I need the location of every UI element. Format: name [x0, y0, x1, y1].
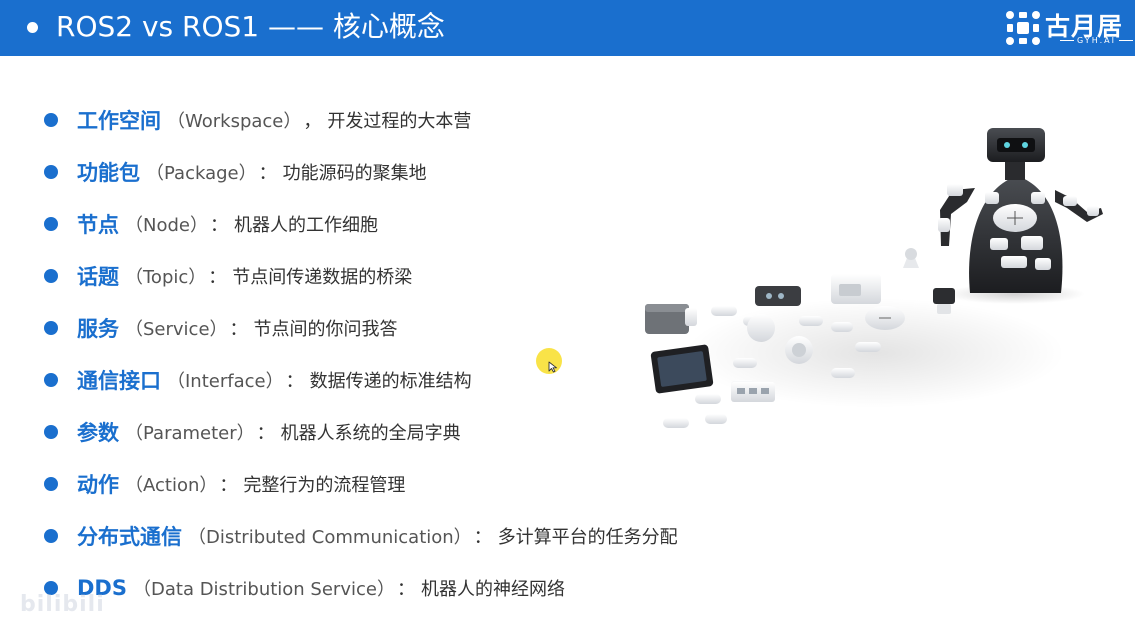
- concept-description: 机器人的神经网络: [420, 579, 565, 600]
- concept-item: 参数 （Parameter）：机器人系统的全局字典: [44, 406, 678, 458]
- concept-description: 开发过程的大本营: [327, 111, 472, 132]
- concept-english: （Package）: [146, 163, 257, 184]
- concept-term: 动作: [77, 473, 119, 497]
- concept-separator: ：: [396, 579, 415, 600]
- concept-item: 分布式通信 （Distributed Communication）：多计算平台的任…: [44, 510, 678, 562]
- concept-description: 完整行为的流程管理: [243, 475, 406, 496]
- concept-term: 节点: [77, 213, 119, 237]
- concept-english: （Parameter）: [125, 423, 255, 444]
- bullet-dot-icon: [44, 477, 58, 491]
- title-bullet-icon: [27, 22, 38, 33]
- concept-item: 功能包 （Package）：功能源码的聚集地: [44, 146, 678, 198]
- concept-english: （Workspace）: [167, 111, 302, 132]
- concept-separator: ：: [208, 267, 227, 288]
- concept-separator: ：: [209, 215, 228, 236]
- concept-separator: ，: [303, 111, 322, 132]
- bullet-dot-icon: [44, 425, 58, 439]
- concept-separator: ：: [219, 475, 238, 496]
- concept-description: 节点间传递数据的桥梁: [232, 267, 413, 288]
- concept-term: 分布式通信: [77, 525, 182, 549]
- concept-separator: ：: [229, 319, 248, 340]
- concept-english: （Node）: [125, 215, 208, 236]
- bullet-dot-icon: [44, 581, 58, 595]
- robot-product-image: [645, 128, 1103, 428]
- concept-english: （Interface）: [167, 371, 284, 392]
- mouse-cursor-icon: [548, 361, 557, 373]
- page-title: ROS2 vs ROS1 —— 核心概念: [56, 10, 445, 43]
- bullet-dot-icon: [44, 113, 58, 127]
- concept-term: 工作空间: [77, 109, 161, 133]
- gyh-logo-icon: [1006, 11, 1040, 45]
- concept-item: 服务 （Service）：节点间的你问我答: [44, 302, 678, 354]
- bullet-dot-icon: [44, 321, 58, 335]
- concept-description: 多计算平台的任务分配: [497, 527, 678, 548]
- concept-english: （Topic）: [125, 267, 207, 288]
- concept-item: 通信接口 （Interface）：数据传递的标准结构: [44, 354, 678, 406]
- bullet-dot-icon: [44, 217, 58, 231]
- concept-list: 工作空间（Workspace），开发过程的大本营功能包（Package）：功能源…: [44, 94, 678, 614]
- concept-english: （Service）: [125, 319, 228, 340]
- concept-separator: ：: [473, 527, 492, 548]
- concept-description: 节点间的你问我答: [253, 319, 398, 340]
- concept-term: 服务: [77, 317, 119, 341]
- concept-english: （Distributed Communication）: [188, 527, 472, 548]
- concept-description: 机器人系统的全局字典: [280, 423, 461, 444]
- bullet-dot-icon: [44, 373, 58, 387]
- bullet-dot-icon: [44, 165, 58, 179]
- concept-description: 机器人的工作细胞: [233, 215, 378, 236]
- concept-item: DDS （Data Distribution Service）：机器人的神经网络: [44, 562, 678, 614]
- logo-subtitle: GYH.AI: [1057, 36, 1135, 45]
- title-bar: ROS2 vs ROS1 —— 核心概念 古月居 GYH.AI: [0, 0, 1135, 56]
- concept-item: 工作空间 （Workspace），开发过程的大本营: [44, 94, 678, 146]
- concept-english: （Data Distribution Service）: [133, 579, 395, 600]
- concept-term: DDS: [77, 576, 127, 600]
- brand-logo: 古月居 GYH.AI: [1005, 8, 1122, 48]
- concept-term: 通信接口: [77, 369, 161, 393]
- concept-term: 话题: [77, 265, 119, 289]
- concept-description: 功能源码的聚集地: [282, 163, 427, 184]
- concept-term: 参数: [77, 421, 119, 445]
- concept-english: （Action）: [125, 475, 218, 496]
- concept-term: 功能包: [77, 161, 140, 185]
- concept-description: 数据传递的标准结构: [309, 371, 472, 392]
- concept-item: 节点 （Node）：机器人的工作细胞: [44, 198, 678, 250]
- concept-item: 话题 （Topic）：节点间传递数据的桥梁: [44, 250, 678, 302]
- watermark: bilibili: [20, 592, 105, 617]
- bullet-dot-icon: [44, 269, 58, 283]
- concept-separator: ：: [258, 163, 277, 184]
- bullet-dot-icon: [44, 529, 58, 543]
- concept-item: 动作 （Action）：完整行为的流程管理: [44, 458, 678, 510]
- concept-separator: ：: [256, 423, 275, 444]
- concept-separator: ：: [285, 371, 304, 392]
